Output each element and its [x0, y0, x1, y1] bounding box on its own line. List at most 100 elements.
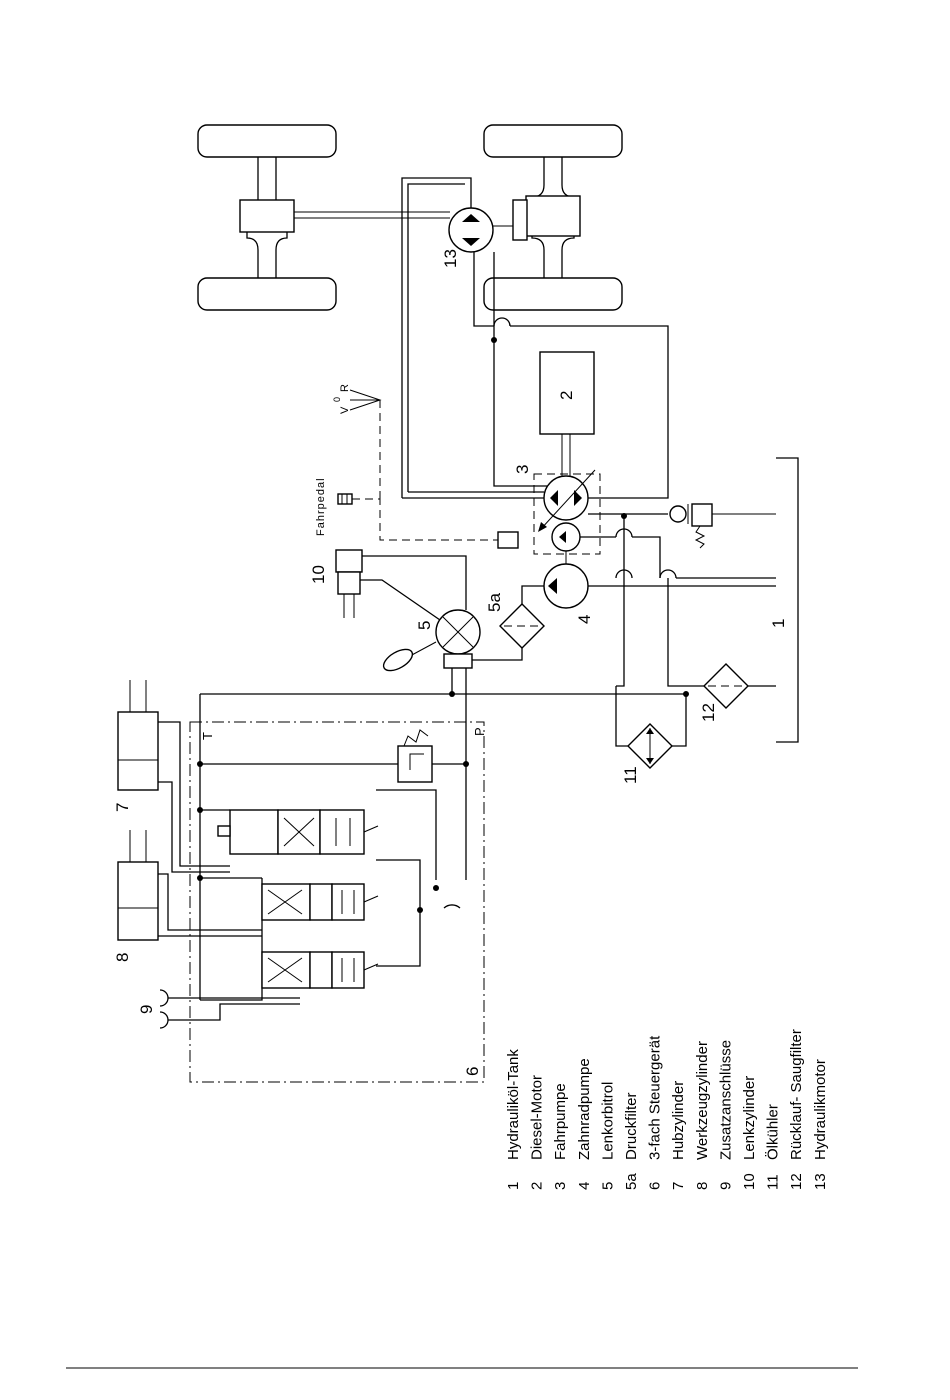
- main-relief-box: [398, 746, 432, 782]
- legend-text: Hydrauliköl-Tank: [505, 1049, 522, 1160]
- legend-number: 12: [788, 1173, 805, 1190]
- legend-number: 13: [812, 1173, 829, 1190]
- steering-wheel: [380, 645, 416, 675]
- differential-right: [526, 196, 580, 236]
- wheel-bottom-right: [484, 278, 622, 310]
- pedal-symbol: [338, 494, 352, 504]
- cylinder-7-line-a: [158, 722, 230, 866]
- legend-text: Rücklauf- Saugfilter: [788, 1029, 805, 1160]
- spool-2-lever: [364, 896, 378, 902]
- aux-port-b: [160, 1012, 168, 1028]
- main-relief-spring: [404, 730, 428, 746]
- legend-number: 5: [599, 1182, 616, 1190]
- spool-1-detent: [218, 826, 230, 836]
- spool-3-box-c: [332, 952, 364, 988]
- spool-2-box-c: [332, 884, 364, 920]
- direction-0-label: 0: [332, 397, 342, 402]
- shaft-coupling: [513, 200, 527, 240]
- callout-5a: 5a: [485, 593, 504, 612]
- legend-number: 7: [670, 1182, 687, 1190]
- legend-text: Diesel-Motor: [529, 1075, 546, 1160]
- spool-1-lever: [364, 826, 378, 832]
- wheel-bottom-left: [198, 278, 336, 310]
- legend-text: 3-fach Steuergerät: [647, 1035, 664, 1160]
- direction-lever: [350, 390, 380, 499]
- junction-v5: [417, 907, 423, 913]
- spool-valve-3: [262, 952, 378, 988]
- valve-line-3: [200, 878, 262, 1000]
- callout-9: 9: [137, 1005, 156, 1014]
- steering-cylinder-body: [338, 572, 360, 594]
- tank-outline: [776, 458, 798, 742]
- spool-3-box-a: [262, 952, 310, 988]
- lift-cylinder-7: [118, 680, 230, 872]
- line-crossover-13: [494, 318, 510, 326]
- legend-text: Lenkzylinder: [741, 1076, 758, 1160]
- legend-number: 8: [694, 1182, 711, 1190]
- junction-v3: [197, 875, 203, 881]
- callout-11: 11: [621, 766, 640, 784]
- cylinder-7-body: [118, 712, 158, 790]
- junction-v6: [433, 885, 439, 891]
- pedal-control-line: [352, 499, 500, 540]
- aux-line-b: [168, 1004, 300, 1020]
- filter-12-inlet: [668, 578, 704, 686]
- port-t-label: T: [200, 732, 215, 740]
- spool-valve-1: [218, 810, 378, 854]
- oil-cooler-11: [616, 686, 686, 768]
- crossover-boost-b: [660, 570, 676, 578]
- callout-5: 5: [415, 621, 434, 630]
- callout-3: 3: [513, 465, 532, 474]
- wheel-top-right: [484, 125, 622, 157]
- legend-number: 5a: [623, 1173, 640, 1190]
- steering-cylinder-head: [336, 550, 362, 572]
- valve-series-1: [376, 790, 436, 880]
- legend-number: 11: [765, 1174, 782, 1190]
- legend-text: Werkzeugzylinder: [694, 1041, 711, 1160]
- spool-2-box-b: [310, 884, 332, 920]
- check-valve-group: [588, 504, 776, 548]
- steering-cylinder-10: [336, 550, 466, 620]
- pedal-label: Fahrpedal: [315, 477, 327, 536]
- legend-text: Druckfilter: [623, 1092, 640, 1160]
- hydraulic-motor-13: [449, 208, 513, 252]
- relief-valve-spring: [696, 526, 704, 548]
- legend: 1Hydrauliköl-Tank2Diesel-Motor3Fahrpumpe…: [505, 1029, 829, 1190]
- legend-number: 10: [741, 1173, 758, 1190]
- legend-text: Lenkorbitrol: [599, 1082, 616, 1160]
- callout-1: 1: [769, 619, 788, 628]
- callout-7: 7: [113, 803, 132, 812]
- callout-10: 10: [309, 565, 328, 584]
- tank-1: [776, 458, 798, 742]
- cooler-outlet: [672, 696, 686, 746]
- boost-line-b: [632, 537, 660, 578]
- callout-12: 12: [699, 703, 718, 722]
- pressure-filter-5a: [472, 586, 544, 660]
- spool-1-box-a: [230, 810, 278, 854]
- junction-v1: [197, 761, 203, 767]
- check-valve-ball: [670, 506, 686, 522]
- pump-control-actuator: [498, 532, 518, 548]
- legend-text: Ölkühler: [764, 1104, 782, 1160]
- travel-pedal: [338, 494, 518, 548]
- auxiliary-ports-9: [160, 990, 300, 1028]
- valve-crossover: [444, 905, 460, 908]
- junction-v2: [197, 807, 203, 813]
- legend-text: Fahrpumpe: [552, 1083, 569, 1160]
- filter-5a-outlet: [472, 648, 522, 660]
- spool-1-box-c: [320, 810, 364, 854]
- cooler-inlet: [616, 686, 628, 746]
- legend-number: 2: [529, 1182, 546, 1190]
- orbitrol-valve: [444, 654, 472, 668]
- legend-text: Zahnradpumpe: [576, 1058, 593, 1160]
- main-relief-valve: [398, 730, 432, 782]
- spool-3-lever: [364, 964, 378, 970]
- aux-port-a: [160, 990, 168, 1006]
- legend-text: Hubzylinder: [670, 1081, 687, 1160]
- valve-series-2: [376, 860, 420, 930]
- legend-number: 3: [552, 1182, 569, 1190]
- direction-labels: V 0 R: [332, 384, 351, 414]
- relief-valve-box: [692, 504, 712, 526]
- legend-number: 9: [717, 1182, 734, 1190]
